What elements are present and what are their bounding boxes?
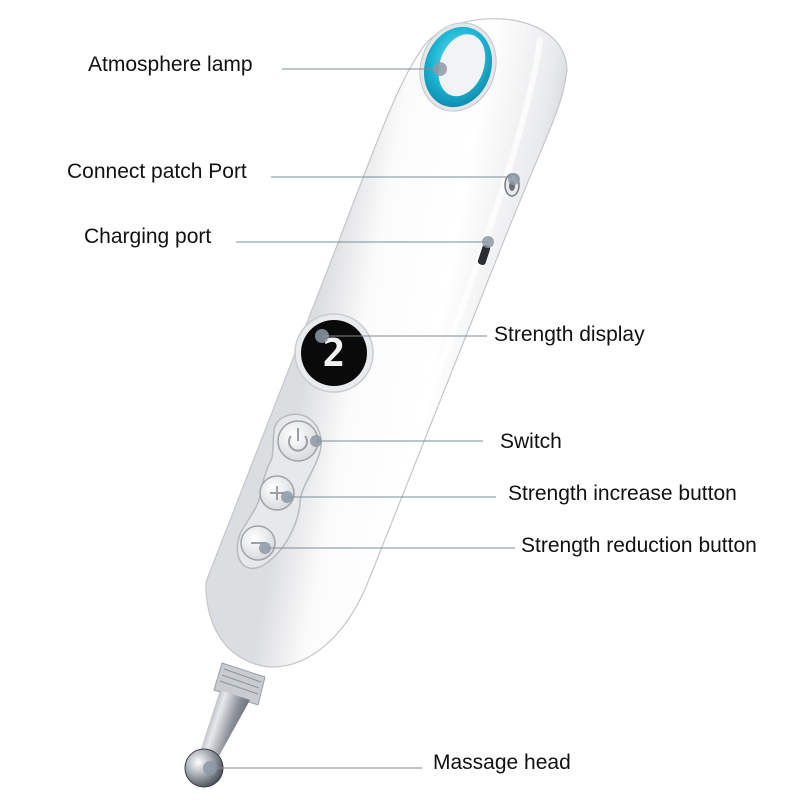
charging-port [477, 245, 491, 265]
label-strength-increase-button: Strength increase button [508, 482, 737, 505]
strength-reduction-button[interactable] [240, 525, 276, 561]
label-switch: Switch [500, 430, 562, 453]
power-icon [288, 428, 308, 452]
metal-collar [213, 662, 266, 706]
label-strength-display: Strength display [494, 323, 645, 346]
marker-massage-head [203, 761, 217, 775]
marker-strength-display [315, 329, 329, 343]
atmosphere-lamp [419, 22, 497, 112]
strength-display: 2 [294, 313, 374, 393]
power-switch-button[interactable] [277, 420, 319, 462]
label-connect-patch-port: Connect patch Port [67, 160, 247, 183]
marker-strength-reduction [259, 542, 271, 554]
strength-display-digit: 2 [323, 331, 346, 375]
leader-lines [210, 68, 515, 769]
label-atmosphere-lamp: Atmosphere lamp [88, 53, 253, 76]
marker-switch [310, 435, 322, 447]
button-panel [236, 413, 322, 569]
label-charging-port: Charging port [84, 225, 212, 248]
marker-atmosphere-lamp [433, 62, 447, 76]
marker-strength-increase [281, 491, 293, 503]
label-massage-head: Massage head [433, 751, 571, 774]
metal-shaft [198, 690, 250, 765]
marker-connect-patch-port [508, 173, 520, 185]
label-strength-reduction-button: Strength reduction button [521, 534, 757, 557]
marker-charging-port [482, 236, 494, 248]
plus-icon [270, 486, 284, 500]
marker-dots [203, 62, 520, 775]
